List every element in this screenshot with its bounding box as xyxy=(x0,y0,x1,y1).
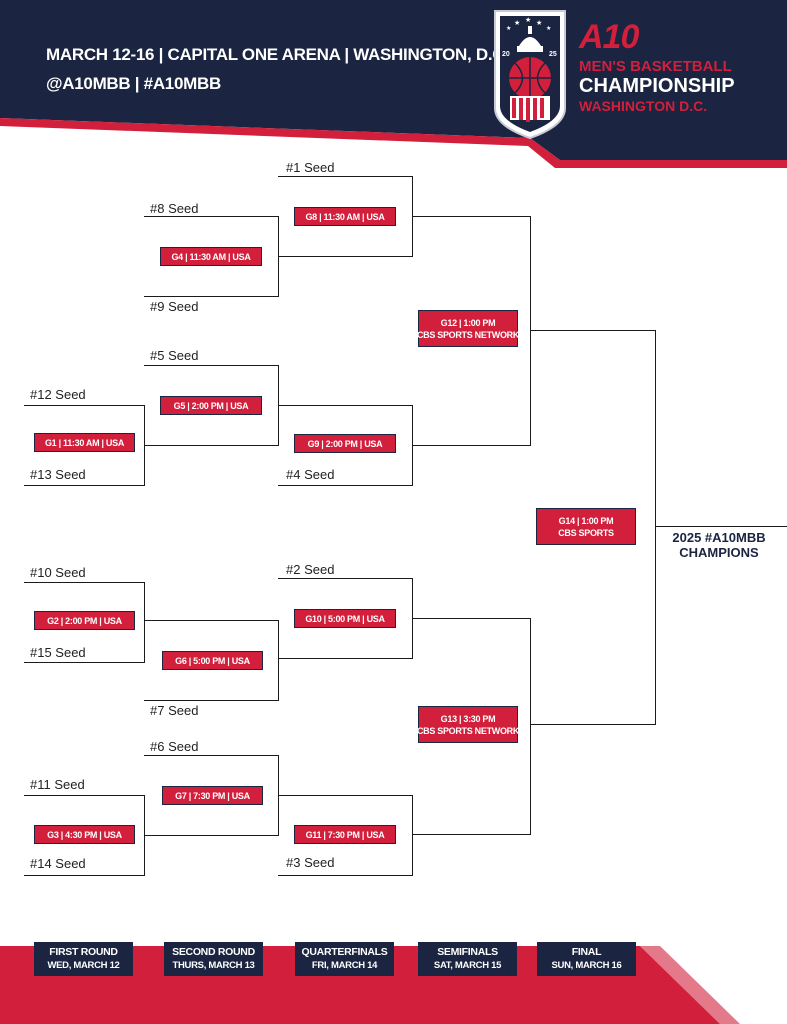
seed-label: #4 Seed xyxy=(286,467,335,482)
seed-label: #14 Seed xyxy=(30,856,86,871)
svg-text:25: 25 xyxy=(549,51,557,58)
champions-label: 2025 #A10MBB CHAMPIONS xyxy=(672,530,766,560)
seed-label: #10 Seed xyxy=(30,565,86,580)
svg-text:★: ★ xyxy=(536,19,542,27)
seed-label: #6 Seed xyxy=(150,739,199,754)
seed-label: #7 Seed xyxy=(150,703,199,718)
svg-text:★: ★ xyxy=(506,25,511,32)
game-box-g3: G3 | 4:30 PM | USA xyxy=(34,825,135,844)
svg-text:20: 20 xyxy=(502,51,510,58)
game-box-g9: G9 | 2:00 PM | USA xyxy=(294,434,396,453)
brand-line-2: CHAMPIONSHIP xyxy=(579,75,735,97)
game-box-g7: G7 | 7:30 PM | USA xyxy=(162,786,263,805)
seed-label: #5 Seed xyxy=(150,348,199,363)
game-box-g4: G4 | 11:30 AM | USA xyxy=(160,247,262,266)
championship-shield-logo: ★ ★ ★ ★ ★ 20 25 xyxy=(494,10,566,140)
header-background xyxy=(0,0,787,168)
brand-line-3: WASHINGTON D.C. xyxy=(579,98,708,114)
a10-logo-mark: A10 xyxy=(579,18,639,56)
seed-label: #13 Seed xyxy=(30,467,86,482)
seed-label: #11 Seed xyxy=(30,777,85,792)
brand-line-1: MEN'S BASKETBALL xyxy=(579,58,732,75)
svg-text:★: ★ xyxy=(514,19,520,27)
seed-label: #8 Seed xyxy=(150,201,199,216)
game-box-g2: G2 | 2:00 PM | USA xyxy=(34,611,135,630)
game-box-g1: G1 | 11:30 AM | USA xyxy=(34,433,135,452)
social-handles: @A10MBB | #A10MBB xyxy=(46,74,221,93)
seed-label: #1 Seed xyxy=(286,160,335,175)
svg-text:★: ★ xyxy=(546,25,551,32)
game-box-g11: G11 | 7:30 PM | USA xyxy=(294,825,396,844)
seed-label: #15 Seed xyxy=(30,645,86,660)
event-info: MARCH 12-16 | CAPITAL ONE ARENA | WASHIN… xyxy=(46,45,509,64)
game-box-g5: G5 | 2:00 PM | USA xyxy=(160,396,262,415)
seed-label: #3 Seed xyxy=(286,855,335,870)
seed-label: #2 Seed xyxy=(286,562,335,577)
game-box-g8: G8 | 11:30 AM | USA xyxy=(294,207,396,226)
game-box-g10: G10 | 5:00 PM | USA xyxy=(294,609,396,628)
svg-text:★: ★ xyxy=(525,16,531,24)
seed-label: #9 Seed xyxy=(150,299,199,314)
header-banner: MARCH 12-16 | CAPITAL ONE ARENA | WASHIN… xyxy=(0,0,787,168)
seed-label: #12 Seed xyxy=(30,387,86,402)
game-box-g6: G6 | 5:00 PM | USA xyxy=(162,651,263,670)
